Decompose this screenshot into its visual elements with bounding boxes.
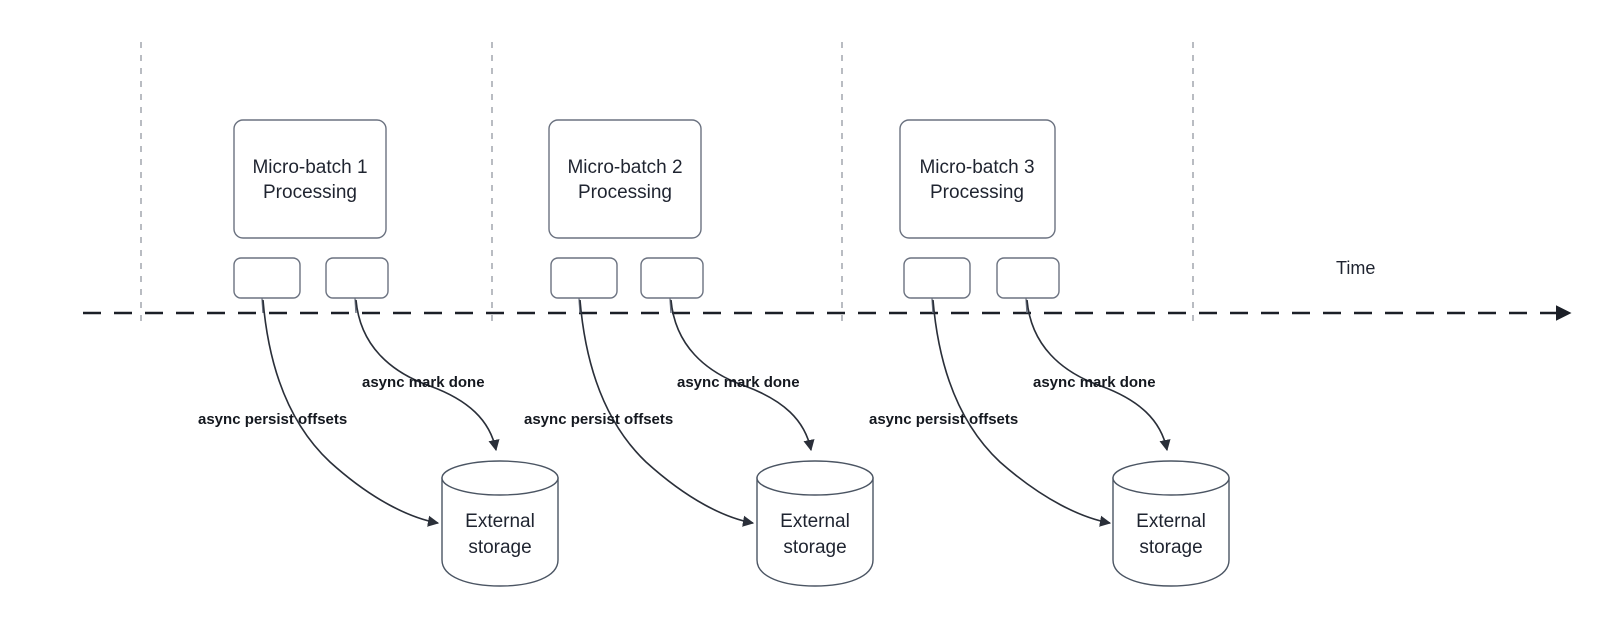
- external-storage-1-line2: storage: [468, 537, 531, 558]
- task-box-3-left[interactable]: [903, 257, 971, 299]
- external-storage-2[interactable]: External storage: [756, 460, 874, 587]
- batch-group-3: Micro-batch 3 Processing async persist o…: [869, 119, 1230, 587]
- process-box-3-line2: Processing: [930, 182, 1024, 203]
- flow-persist-offsets-2: [579, 299, 755, 527]
- process-box-1-line2: Processing: [263, 182, 357, 203]
- external-storage-1-body: [441, 477, 559, 587]
- task-stub-3-right: [1025, 297, 1028, 314]
- external-storage-3-body: [1112, 477, 1230, 587]
- process-box-1[interactable]: [233, 119, 387, 239]
- task-stub-3-left: [931, 297, 934, 314]
- task-stub-1-right: [354, 297, 357, 314]
- flow-persist-offsets-1: [262, 299, 440, 527]
- process-box-2-line1: Micro-batch 2: [567, 157, 682, 178]
- external-storage-1-line1: External: [465, 511, 535, 532]
- external-storage-3-line2: storage: [1139, 537, 1202, 558]
- task-stub-2-right: [669, 297, 672, 314]
- flow-mark-done-1: [355, 299, 500, 452]
- batch-group-2: Micro-batch 2 Processing async persist o…: [524, 119, 874, 587]
- process-box-3-line1: Micro-batch 3: [919, 157, 1034, 178]
- task-box-1-left[interactable]: [233, 257, 301, 299]
- external-storage-2-line1: External: [780, 511, 850, 532]
- flow-persist-offsets-2-label: async persist offsets: [524, 411, 673, 428]
- external-storage-3-top: [1112, 460, 1230, 496]
- process-box-2-line2: Processing: [578, 182, 672, 203]
- flow-persist-offsets-3-label: async persist offsets: [869, 411, 1018, 428]
- process-box-3[interactable]: [899, 119, 1056, 239]
- task-box-1-right[interactable]: [325, 257, 389, 299]
- task-box-2-right[interactable]: [640, 257, 704, 299]
- flow-mark-done-2-label: async mark done: [677, 374, 800, 391]
- flow-mark-done-3: [1026, 299, 1171, 452]
- external-storage-2-top: [756, 460, 874, 496]
- external-storage-1-top: [441, 460, 559, 496]
- external-storage-3-line1: External: [1136, 511, 1206, 532]
- external-storage-1[interactable]: External storage: [441, 460, 559, 587]
- process-box-2[interactable]: [548, 119, 702, 239]
- task-stub-2-left: [578, 297, 581, 314]
- process-box-1-line1: Micro-batch 1: [252, 157, 367, 178]
- external-storage-2-body: [756, 477, 874, 587]
- task-box-3-right[interactable]: [996, 257, 1060, 299]
- flow-mark-done-1-label: async mark done: [362, 374, 485, 391]
- task-box-2-left[interactable]: [550, 257, 618, 299]
- external-storage-3[interactable]: External storage: [1112, 460, 1230, 587]
- flow-persist-offsets-1-label: async persist offsets: [198, 411, 347, 428]
- time-axis-label: Time: [1336, 258, 1375, 278]
- flow-mark-done-2: [670, 299, 815, 452]
- batch-group-1: Micro-batch 1 Processing async persist o…: [198, 119, 559, 587]
- task-stub-1-left: [261, 297, 264, 314]
- external-storage-2-line2: storage: [783, 537, 846, 558]
- time-axis: Time: [83, 258, 1572, 321]
- flow-persist-offsets-3: [932, 299, 1112, 527]
- flow-mark-done-3-label: async mark done: [1033, 374, 1156, 391]
